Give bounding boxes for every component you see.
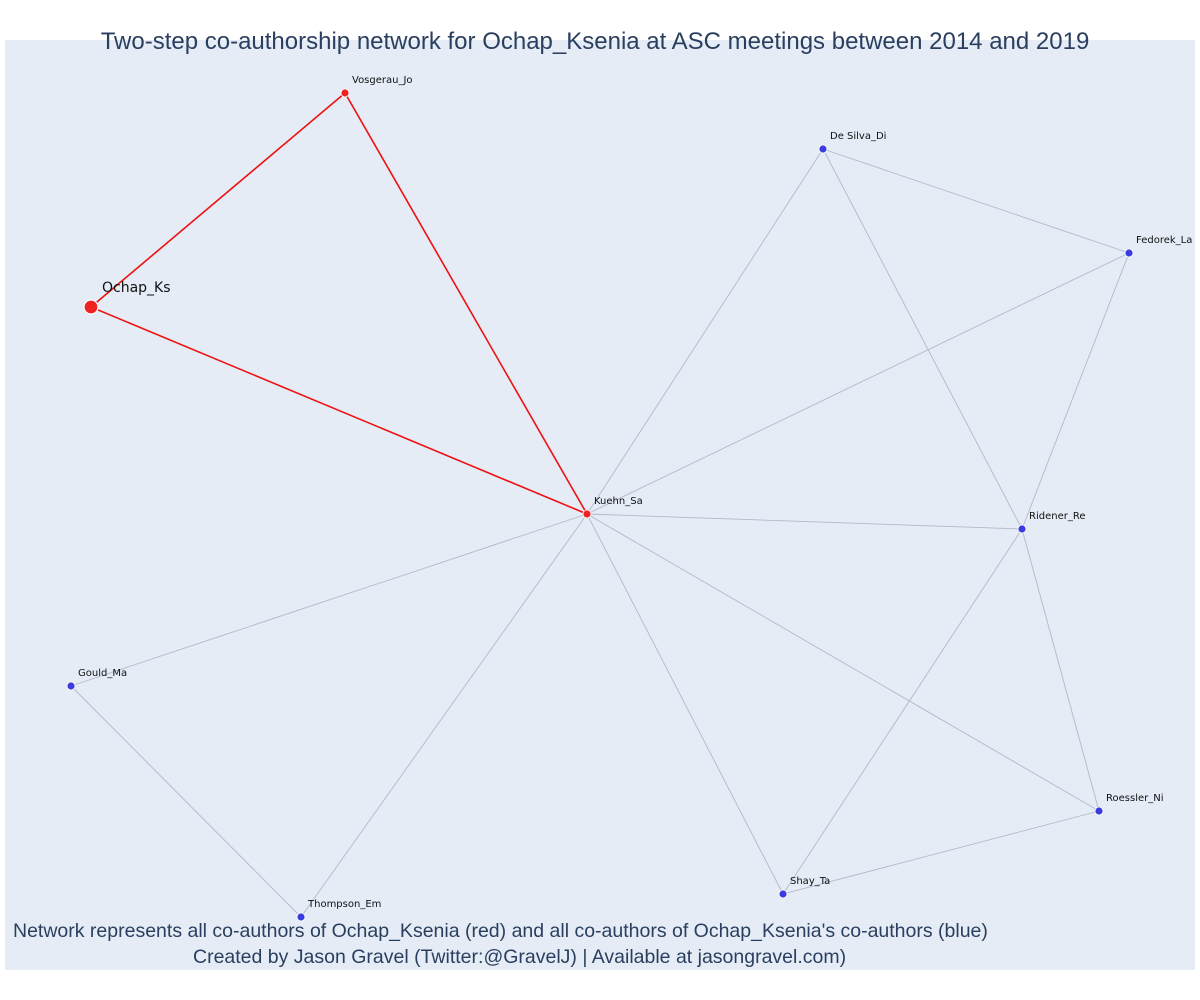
node-label-kuehn-sa: Kuehn_Sa: [594, 496, 643, 507]
node-label-gould-ma: Gould_Ma: [78, 668, 127, 679]
node-label-ridener-re: Ridener_Re: [1029, 511, 1085, 522]
edge-ridener-re-shay-ta: [782, 528, 1023, 895]
node-label-de-silva-di: De Silva_Di: [830, 131, 886, 142]
edges-layer: [70, 92, 1130, 918]
nodes-layer: [66, 88, 1134, 922]
edge-kuehn-sa-fedorek-la: [586, 252, 1130, 515]
edge-ochap-ks-vosgerau-jo: [90, 92, 346, 308]
caption-line-2: Created by Jason Gravel (Twitter:@Gravel…: [193, 946, 847, 968]
node-ridener-re[interactable]: [1017, 524, 1027, 534]
edge-kuehn-sa-gould-ma: [70, 513, 588, 687]
edge-gould-ma-thompson-em: [70, 685, 302, 918]
edge-kuehn-sa-ridener-re: [586, 513, 1023, 530]
node-shay-ta[interactable]: [778, 889, 788, 899]
node-de-silva-di[interactable]: [818, 144, 828, 154]
edge-kuehn-sa-de-silva-di: [586, 148, 824, 515]
edge-shay-ta-roessler-ni: [782, 810, 1100, 895]
chart-title: Two-step co-authorship network for Ochap…: [100, 28, 1090, 55]
edge-de-silva-di-fedorek-la: [822, 148, 1130, 254]
edge-ochap-ks-kuehn-sa: [90, 306, 588, 515]
edge-vosgerau-jo-kuehn-sa: [344, 92, 588, 515]
node-ochap-ks[interactable]: [83, 299, 99, 315]
edge-de-silva-di-ridener-re: [822, 148, 1023, 530]
node-label-thompson-em: Thompson_Em: [307, 899, 381, 910]
node-kuehn-sa[interactable]: [582, 509, 592, 519]
node-thompson-em[interactable]: [296, 912, 306, 922]
plot-area: [5, 40, 1195, 970]
node-roessler-ni[interactable]: [1094, 806, 1104, 816]
caption-line-1: Network represents all co-authors of Och…: [13, 920, 988, 942]
node-label-shay-ta: Shay_Ta: [790, 876, 830, 887]
edge-kuehn-sa-thompson-em: [300, 513, 588, 918]
node-gould-ma[interactable]: [66, 681, 76, 691]
edge-kuehn-sa-roessler-ni: [586, 513, 1100, 812]
node-vosgerau-jo[interactable]: [340, 88, 350, 98]
node-label-ochap-ks: Ochap_Ks: [102, 280, 171, 296]
node-label-fedorek-la: Fedorek_La: [1136, 235, 1192, 246]
node-fedorek-la[interactable]: [1124, 248, 1134, 258]
edge-kuehn-sa-shay-ta: [586, 513, 784, 895]
edge-fedorek-la-ridener-re: [1021, 252, 1130, 530]
edge-ridener-re-roessler-ni: [1021, 528, 1100, 812]
node-label-roessler-ni: Roessler_Ni: [1106, 793, 1164, 804]
node-label-vosgerau-jo: Vosgerau_Jo: [352, 75, 413, 86]
